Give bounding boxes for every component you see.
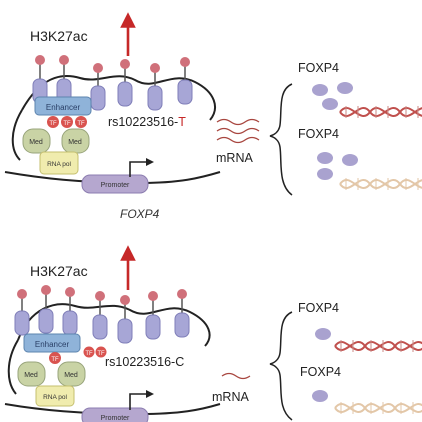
tf-circle: [83, 346, 95, 358]
bottom-chromatin-fiber: [17, 303, 211, 347]
top-enhancer-label: Enhancer: [46, 103, 81, 112]
top-promoter-box: [81, 174, 149, 194]
bottom-rna-pol: [35, 385, 75, 407]
tf-label: TF: [63, 121, 71, 127]
tf-circle: [49, 352, 61, 364]
nucleosome: [56, 55, 72, 104]
protein-blob: [337, 82, 353, 94]
nucleosome: [38, 285, 54, 334]
nucleosome: [62, 287, 78, 336]
top-dna-loop: [11, 109, 23, 161]
tf-circle: [95, 346, 107, 358]
top-protein-label-1: FOXP4: [298, 61, 339, 75]
bottom-enhancer-label: Enhancer: [35, 340, 70, 349]
nucleosome: [117, 295, 133, 344]
bottom-enhancer-box: [23, 333, 81, 353]
protein-blob: [317, 168, 333, 180]
top-mediator-left: [22, 128, 51, 154]
top-mrna-wiggles: [216, 118, 260, 144]
protein-blob: [312, 390, 328, 402]
bottom-dna-helix-strong: [334, 340, 422, 352]
bottom-promoter-label: Promoter: [101, 415, 130, 422]
tf-circle: [61, 116, 73, 128]
top-enhancer-box: [34, 96, 92, 116]
nucleosome: [90, 63, 106, 111]
bottom-protein-label-1: FOXP4: [298, 301, 339, 315]
nucleosome: [174, 289, 190, 338]
top-gene-label: FOXP4: [120, 207, 160, 221]
top-rna-pol-label: RNA pol: [47, 161, 71, 168]
bottom-tss-arrow: [129, 390, 154, 410]
bottom-nucleosomes: [14, 285, 190, 344]
bottom-mediator-left: [17, 361, 46, 387]
bottom-dna-loop: [7, 339, 19, 395]
protein-blob: [312, 84, 328, 96]
bottom-promoter-box: [81, 407, 149, 422]
top-bracket: [269, 83, 293, 196]
nucleosome: [177, 57, 193, 105]
tf-circle: [75, 116, 87, 128]
bottom-mrna-label: mRNA: [212, 390, 249, 404]
top-snp-label: rs10223516-T: [108, 115, 186, 129]
nucleosome: [92, 291, 108, 340]
top-panel: H3K27ac: [4, 12, 422, 221]
top-mediator-label: Med: [29, 139, 43, 146]
bottom-panel: H3K27ac: [4, 245, 422, 422]
protein-blob: [322, 98, 338, 110]
tf-circle: [47, 116, 59, 128]
top-histone-mark-label: H3K27ac: [30, 28, 88, 44]
bottom-rna-pol-label: RNA pol: [43, 394, 67, 401]
nucleosome: [147, 63, 163, 111]
tf-label: TF: [77, 121, 85, 127]
nucleosome: [145, 291, 161, 340]
top-mediator-label: Med: [68, 139, 82, 146]
top-protein-label-2: FOXP4: [298, 127, 339, 141]
bottom-protein-label-2: FOXP4: [300, 365, 341, 379]
top-protein-cluster-1: [312, 82, 353, 110]
top-promoter-label: Promoter: [101, 182, 130, 189]
bottom-mrna-wiggle: [221, 372, 251, 380]
nucleosome: [32, 55, 48, 104]
bottom-dna-helix-weak: [334, 402, 422, 414]
protein-blob: [317, 152, 333, 164]
top-mrna-label: mRNA: [216, 151, 253, 165]
top-dna-helix-strong: [339, 106, 422, 118]
top-rna-pol: [39, 151, 79, 175]
nucleosome: [117, 59, 133, 107]
tf-label: TF: [85, 351, 93, 357]
tf-label: TF: [51, 357, 59, 363]
protein-blob: [315, 328, 331, 340]
bottom-mediator-label: Med: [64, 372, 78, 379]
top-chromatin-fiber: [21, 74, 216, 121]
bottom-mediator-label: Med: [24, 372, 38, 379]
tf-label: TF: [97, 351, 105, 357]
top-tss-arrow: [129, 158, 154, 177]
tf-label: TF: [49, 121, 57, 127]
bottom-snp-label: rs10223516-C: [105, 355, 184, 369]
nucleosome: [14, 289, 30, 336]
bottom-histone-mark-label: H3K27ac: [30, 263, 88, 279]
top-protein-cluster-2: [317, 152, 358, 180]
bottom-bracket: [269, 311, 293, 421]
protein-blob: [342, 154, 358, 166]
top-dna-helix-weak: [339, 178, 422, 190]
